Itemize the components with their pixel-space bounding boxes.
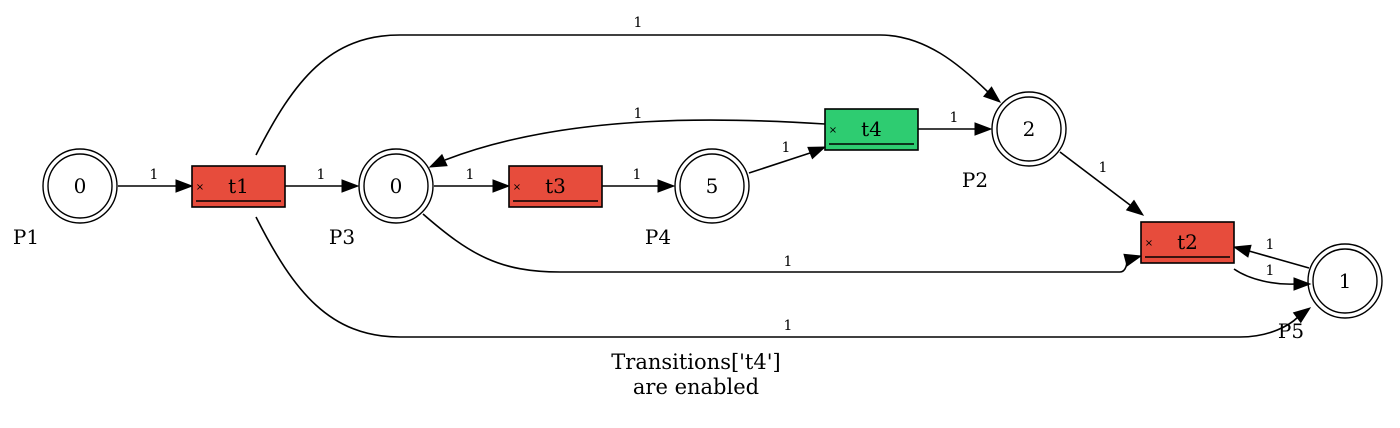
transition-t3-disabled: × t3: [508, 165, 603, 208]
arc-line: [255, 34, 989, 156]
arc-weight-label: 1: [633, 167, 642, 183]
arc-weight-label: 1: [466, 167, 475, 183]
place-outer-ring: [674, 148, 750, 224]
place-inner-ring: [679, 153, 745, 219]
place-name-label: P4: [645, 225, 671, 249]
arc-weight-label: 1: [782, 140, 791, 156]
arc-line: [1233, 268, 1296, 285]
arc-arrowhead: [1293, 277, 1312, 291]
place-p3: 0P3: [329, 148, 434, 249]
arc-line: [255, 216, 1299, 338]
arc-arrowhead: [428, 153, 448, 168]
transition-box: [508, 165, 603, 208]
close-icon: ×: [829, 125, 837, 136]
arc-weight-label: 1: [1266, 263, 1275, 279]
arc-weight-label: 1: [150, 167, 159, 183]
arc-arrowhead: [1232, 244, 1252, 258]
transition-name-label: t1: [228, 174, 249, 198]
place-name-label: P1: [13, 225, 39, 249]
close-icon: ×: [513, 182, 521, 193]
arc-line: [1248, 250, 1310, 269]
place-inner-ring: [363, 153, 429, 219]
arc-P2-to-t2: [1059, 151, 1145, 216]
transition-name-label: t3: [545, 174, 566, 198]
arc-P4-to-t4: [748, 146, 827, 174]
arc-arrowhead: [807, 146, 827, 160]
place-token-count: 0: [74, 174, 87, 198]
arc-arrowhead: [657, 179, 676, 193]
arcs-layer: [118, 34, 1312, 338]
place-inner-ring: [996, 96, 1062, 162]
place-outer-ring: [991, 91, 1067, 167]
arc-t4-to-P3: [428, 119, 826, 168]
arc-P1-to-t1: [118, 179, 194, 193]
place-token-count: 0: [390, 174, 403, 198]
arc-weight-label: 1: [634, 106, 643, 122]
place-token-count: 5: [706, 174, 719, 198]
place-inner-ring: [47, 153, 113, 219]
arc-arrowhead: [1123, 253, 1143, 267]
transition-t1-disabled: × t1: [191, 165, 286, 208]
transition-name-label: t4: [861, 117, 882, 141]
arc-line: [422, 213, 1128, 273]
place-token-count: 2: [1023, 117, 1036, 141]
arc-arrowhead: [974, 122, 993, 136]
arc-t3-to-P4: [602, 179, 676, 193]
arc-weight-label: 1: [1266, 237, 1275, 253]
close-icon: ×: [1145, 238, 1153, 249]
place-outer-ring: [42, 148, 118, 224]
arc-weight-label: 1: [634, 15, 643, 31]
arc-weight-label: 1: [784, 254, 793, 270]
transition-t4-enabled: × t4: [824, 108, 919, 151]
arc-arrowhead: [341, 179, 360, 193]
arc-P5-to-t2: [1232, 244, 1310, 269]
caption-line-2: are enabled: [633, 375, 759, 399]
place-inner-ring: [1312, 248, 1378, 314]
arc-line: [444, 119, 826, 161]
labels-layer: 1 1 1 1 1 1 1 1 1 1 1 1 1: [150, 15, 1275, 334]
place-name-label: P5: [1278, 319, 1304, 343]
arc-t2-to-P5: [1233, 268, 1312, 291]
arc-line: [748, 152, 811, 174]
arc-arrowhead: [175, 179, 194, 193]
transition-name-label: t2: [1177, 230, 1198, 254]
arc-P3-to-t2: [422, 213, 1143, 273]
place-p5: 1P5: [1278, 243, 1383, 343]
place-token-count: 1: [1339, 269, 1352, 293]
arc-weight-label: 1: [317, 167, 326, 183]
arc-t1-to-P3: [285, 179, 360, 193]
arc-t1-to-P5: [255, 216, 1312, 338]
place-outer-ring: [1307, 243, 1383, 319]
caption-line-1: Transitions['t4']: [611, 350, 780, 374]
arc-arrowhead: [983, 86, 1002, 103]
transition-box: [191, 165, 286, 208]
arc-arrowhead: [1292, 307, 1312, 324]
arc-weight-label: 1: [950, 110, 959, 126]
arc-line: [1059, 151, 1131, 206]
arc-P3-to-t3: [434, 179, 511, 193]
arc-weight-label: 1: [1099, 160, 1108, 176]
arc-t1-to-P2: [255, 34, 1002, 156]
transition-box: [1140, 221, 1235, 264]
close-icon: ×: [196, 182, 204, 193]
arc-t4-to-P2: [918, 122, 993, 136]
transition-box: [824, 108, 919, 151]
transition-t2-disabled: × t2: [1140, 221, 1235, 264]
place-name-label: P3: [329, 225, 355, 249]
place-outer-ring: [358, 148, 434, 224]
arc-weight-label: 1: [784, 318, 793, 334]
place-p2: 2P2: [962, 91, 1067, 192]
place-p1: 0P1: [13, 148, 118, 249]
arc-arrowhead: [492, 179, 511, 193]
place-p4: 5P4: [645, 148, 750, 249]
place-name-label: P2: [962, 168, 988, 192]
arc-arrowhead: [1125, 199, 1145, 216]
